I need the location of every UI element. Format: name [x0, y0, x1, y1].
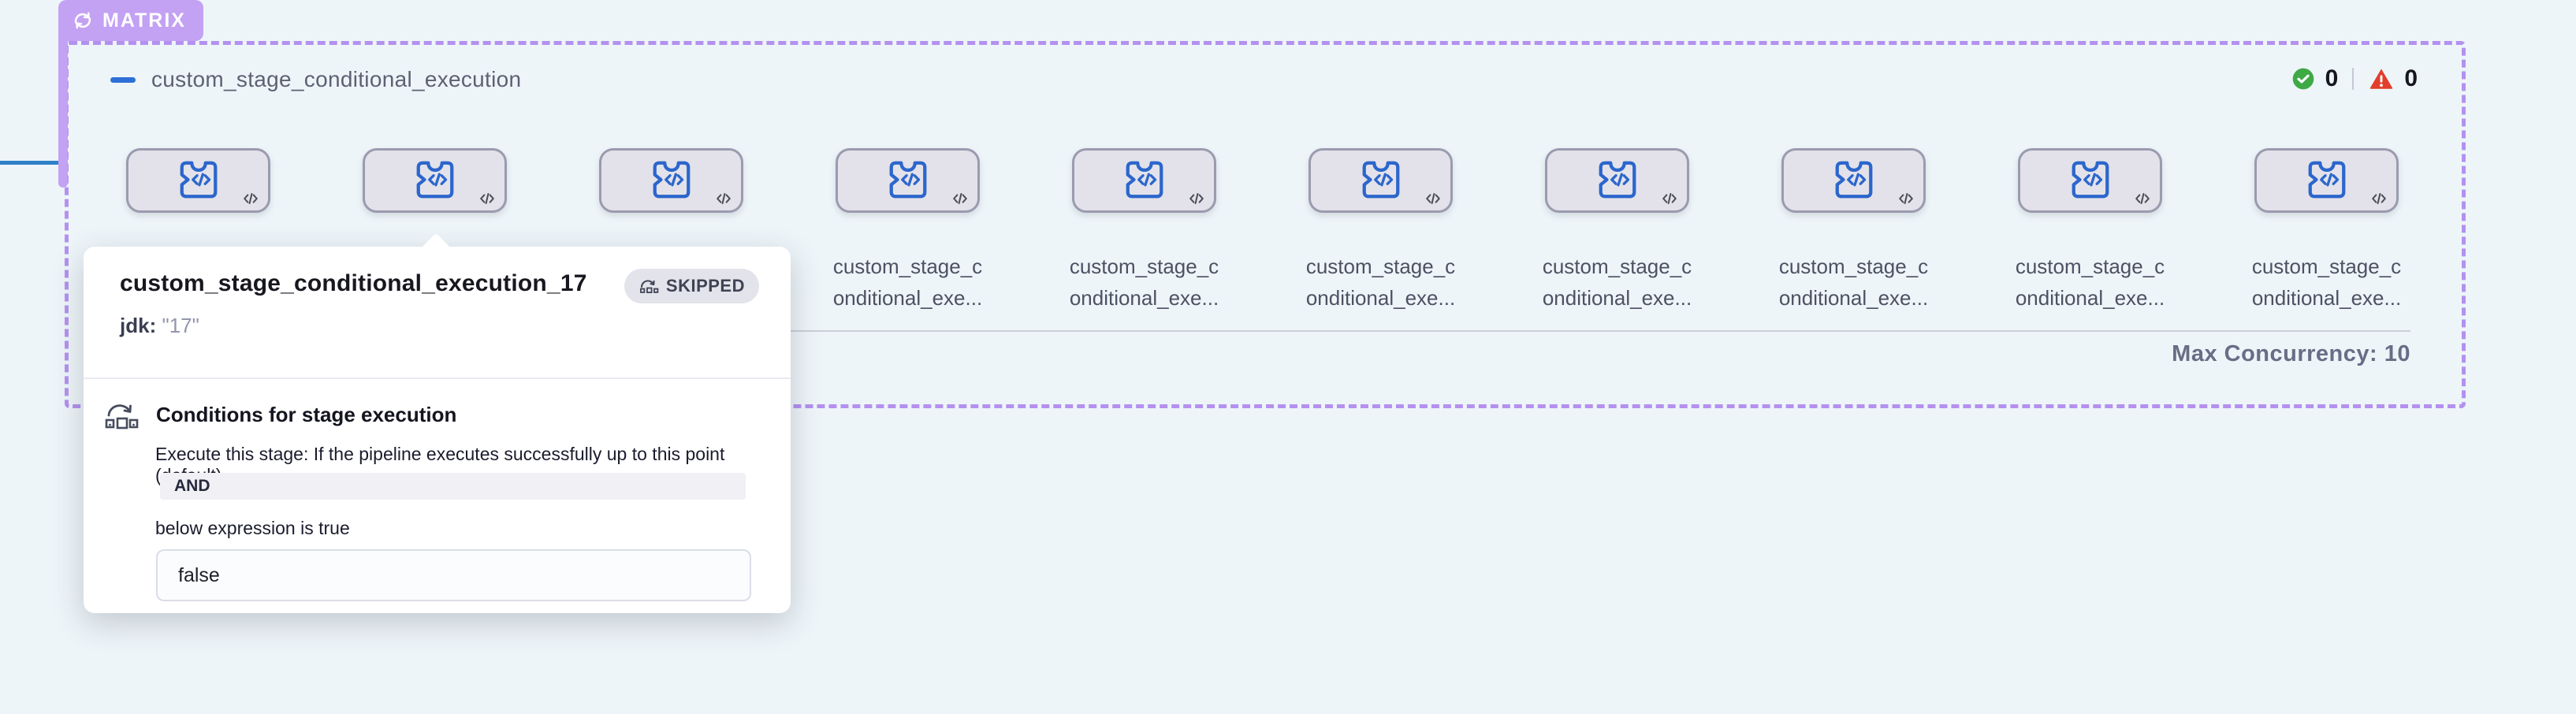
matrix-badge: MATRIX — [58, 0, 203, 41]
code-icon — [1189, 193, 1204, 204]
code-icon — [2372, 193, 2386, 204]
matrix-title: custom_stage_conditional_execution — [151, 67, 522, 91]
stage-card[interactable] — [2254, 148, 2399, 213]
stage-column: custom_stage_conditional_exe... — [597, 148, 746, 310]
code-icon — [480, 193, 494, 204]
collapse-minus-icon[interactable] — [110, 76, 136, 83]
variable-key: jdk: — [120, 314, 157, 337]
warning-triangle-icon — [2370, 69, 2393, 89]
custom-stage-icon — [889, 161, 926, 198]
custom-stage-icon — [2308, 161, 2345, 198]
status-group: 0 0 — [2291, 65, 2418, 92]
custom-stage-icon — [1362, 161, 1399, 198]
custom-stage-icon — [1599, 161, 1636, 198]
variable-value: "17" — [162, 314, 199, 337]
stage-card[interactable] — [1781, 148, 1926, 213]
custom-stage-icon — [1126, 161, 1163, 198]
popover-divider — [84, 377, 791, 379]
stage-card[interactable] — [363, 148, 507, 213]
conditions-connector-text: below expression is true — [155, 518, 350, 538]
stage-card[interactable] — [836, 148, 980, 213]
stage-card[interactable] — [126, 148, 270, 213]
condition-expression-field: false — [156, 549, 751, 601]
failed-count: 0 — [2404, 65, 2418, 91]
condition-expression-value: false — [178, 563, 220, 586]
code-icon — [244, 193, 258, 204]
stage-card[interactable] — [1072, 148, 1216, 213]
custom-stage-icon — [1835, 161, 1872, 198]
matrix-header: custom_stage_conditional_execution — [110, 67, 521, 92]
conditions-heading: Conditions for stage execution — [156, 403, 457, 426]
popover-stage-title: custom_stage_conditional_execution_17 — [120, 270, 587, 296]
section-divider — [87, 330, 2410, 332]
pipeline-connector-line — [0, 161, 68, 165]
code-icon — [1899, 193, 1913, 204]
code-icon — [2135, 193, 2150, 204]
custom-stage-icon — [2072, 161, 2109, 198]
stage-card[interactable] — [2018, 148, 2162, 213]
max-concurrency-label: Max Concurrency: 10 — [2172, 341, 2410, 366]
check-circle-icon — [2292, 68, 2314, 90]
custom-stage-icon — [653, 161, 690, 198]
stage-card[interactable] — [599, 148, 743, 213]
code-icon — [1426, 193, 1440, 204]
stage-card[interactable] — [1545, 148, 1689, 213]
custom-stage-icon — [180, 161, 217, 198]
code-icon — [1662, 193, 1677, 204]
conditions-operator-bar: AND — [160, 473, 746, 500]
code-icon — [717, 193, 731, 204]
stage-column: custom_stage_conditional_exe... — [360, 148, 509, 310]
matrix-badge-tail — [58, 16, 68, 188]
success-count: 0 — [2325, 65, 2339, 91]
matrix-variable-line: jdk: "17" — [120, 314, 199, 338]
skip-icon — [640, 280, 659, 293]
conditions-operator: AND — [174, 477, 210, 495]
conditional-skip-icon — [105, 404, 139, 430]
matrix-container: custom_stage_conditional_execution 0 0 c… — [65, 41, 2466, 408]
loop-icon — [74, 12, 91, 29]
custom-stage-icon — [416, 161, 453, 198]
stage-card[interactable] — [1308, 148, 1453, 213]
status-divider — [2352, 68, 2355, 90]
status-badge-label: SKIPPED — [665, 276, 745, 296]
matrix-badge-label: MATRIX — [102, 9, 186, 32]
code-icon — [953, 193, 967, 204]
status-badge: SKIPPED — [624, 269, 759, 303]
stage-column: custom_stage_conditional_exe... — [124, 148, 273, 310]
stage-details-popover: custom_stage_conditional_execution_17 SK… — [84, 232, 791, 613]
